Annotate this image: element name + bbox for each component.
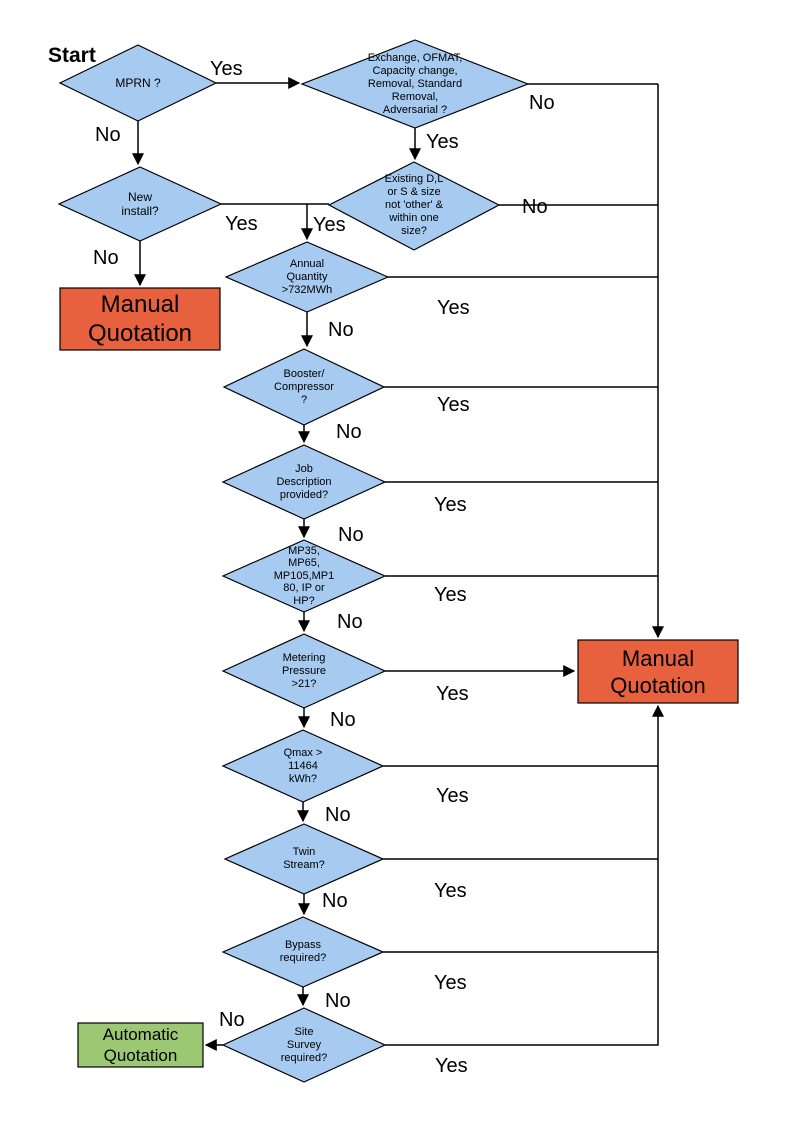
decision-qmax-shape	[221, 729, 385, 803]
label-mptier-no: No	[337, 611, 363, 633]
label-twin-yes: Yes	[434, 880, 467, 902]
decision-new-install-shape	[57, 166, 223, 242]
manual-quotation-right-box	[577, 639, 739, 704]
edge-sitesurvey-yes-rail	[385, 704, 664, 1046]
label-jobdesc-yes: Yes	[434, 494, 467, 516]
label-booster-yes: Yes	[437, 394, 470, 416]
label-metering-no: No	[330, 709, 356, 731]
label-sitesurvey-no: No	[219, 1009, 245, 1031]
label-mptier-yes: Yes	[434, 584, 467, 606]
label-new-install-yes: Yes	[225, 213, 258, 235]
label-existing-no: No	[522, 196, 548, 218]
label-new-install-no: No	[93, 247, 119, 269]
manual-quotation-left-box	[59, 287, 221, 351]
decision-mprn-shape	[58, 44, 218, 122]
label-bypass-yes: Yes	[434, 972, 467, 994]
start-label: Start	[48, 44, 96, 67]
decision-bypass-shape	[221, 916, 385, 988]
decision-existing-shape	[327, 161, 501, 251]
label-annual-no: No	[328, 319, 354, 341]
label-mprn-yes: Yes	[210, 58, 243, 80]
automatic-quotation-box	[77, 1022, 204, 1068]
decision-mptier-shape	[221, 539, 387, 613]
label-twin-no: No	[322, 890, 348, 912]
label-exchange-no: No	[529, 92, 555, 114]
decision-twin-shape	[223, 823, 385, 895]
label-bypass-no: No	[325, 990, 351, 1012]
decision-sitesurvey-shape	[221, 1007, 387, 1083]
label-mprn-no: No	[95, 124, 121, 146]
decision-exchange-shape	[300, 39, 530, 129]
label-qmax-no: No	[325, 804, 351, 826]
decision-booster-shape	[222, 348, 386, 426]
label-existing-yes: Yes	[313, 214, 346, 236]
decision-jobdesc-shape	[221, 444, 387, 520]
label-annual-yes: Yes	[437, 297, 470, 319]
label-sitesurvey-yes: Yes	[435, 1055, 468, 1077]
label-jobdesc-no: No	[338, 524, 364, 546]
label-metering-yes: Yes	[436, 683, 469, 705]
decision-annual-shape	[224, 241, 390, 313]
label-qmax-yes: Yes	[436, 785, 469, 807]
label-exchange-yes: Yes	[426, 131, 459, 153]
decision-metering-shape	[221, 633, 387, 709]
label-booster-no: No	[336, 421, 362, 443]
